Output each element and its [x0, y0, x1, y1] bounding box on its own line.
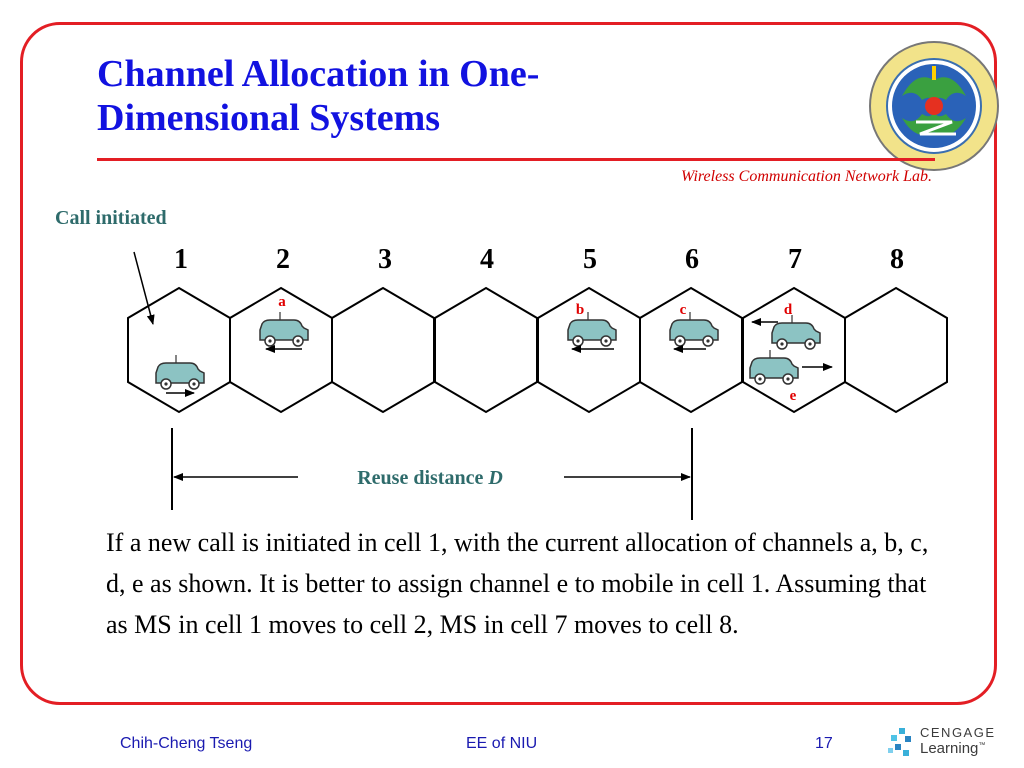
hex-cell-6 — [639, 286, 743, 414]
publisher-name-top: CENGAGE — [920, 725, 996, 740]
channel-label-b: b — [576, 302, 584, 318]
hex-cell-3 — [331, 286, 435, 414]
call-initiated-label: Call initiated — [55, 207, 167, 229]
lab-name: Wireless Communication Network Lab. — [681, 168, 932, 185]
cell-number-2: 2 — [276, 244, 290, 275]
car-icon — [669, 311, 719, 347]
cengage-logo-icon: CENGAGE Learning™ — [886, 724, 1014, 764]
hex-cell-8 — [844, 286, 948, 414]
publisher-name-bottom: Learning™ — [920, 740, 986, 757]
hexagon-cells — [127, 286, 948, 414]
reuse-distance-label: Reuse distance D — [357, 467, 503, 489]
channel-label-e: e — [790, 388, 797, 404]
channel-label-a: a — [278, 294, 286, 310]
channel-labels: a b c d e — [278, 294, 796, 404]
car-icon — [749, 349, 799, 385]
cell-number-8: 8 — [890, 244, 904, 275]
cell-number-labels: 1 2 3 4 5 6 7 8 — [174, 244, 904, 275]
call-initiated-arrow — [133, 251, 155, 325]
car-icon — [259, 311, 309, 347]
cell-number-7: 7 — [788, 244, 802, 275]
direction-arrows — [166, 318, 833, 397]
footer-course: EE of NIU — [466, 735, 538, 752]
university-logo-icon — [866, 38, 1002, 174]
explanation-text: If a new call is initiated in cell 1, wi… — [106, 528, 929, 639]
channel-label-c: c — [680, 302, 687, 318]
footer-author: Chih-Cheng Tseng — [120, 735, 253, 752]
hex-cell-5 — [537, 286, 641, 414]
title-divider — [97, 158, 935, 161]
reuse-distance — [171, 428, 693, 520]
cell-number-1: 1 — [174, 244, 188, 275]
cell-number-4: 4 — [480, 244, 494, 275]
car-icon — [771, 314, 821, 350]
car-icon — [155, 354, 205, 390]
cell-number-6: 6 — [685, 244, 699, 275]
cell-number-3: 3 — [378, 244, 392, 275]
slide-frame — [20, 22, 997, 705]
hex-cell-4 — [434, 286, 538, 414]
cell-number-5: 5 — [583, 244, 597, 275]
channel-label-d: d — [784, 302, 793, 318]
footer-page-number: 17 — [815, 735, 833, 752]
slide-title: Channel Allocation in One-Dimensional Sy… — [97, 53, 540, 139]
